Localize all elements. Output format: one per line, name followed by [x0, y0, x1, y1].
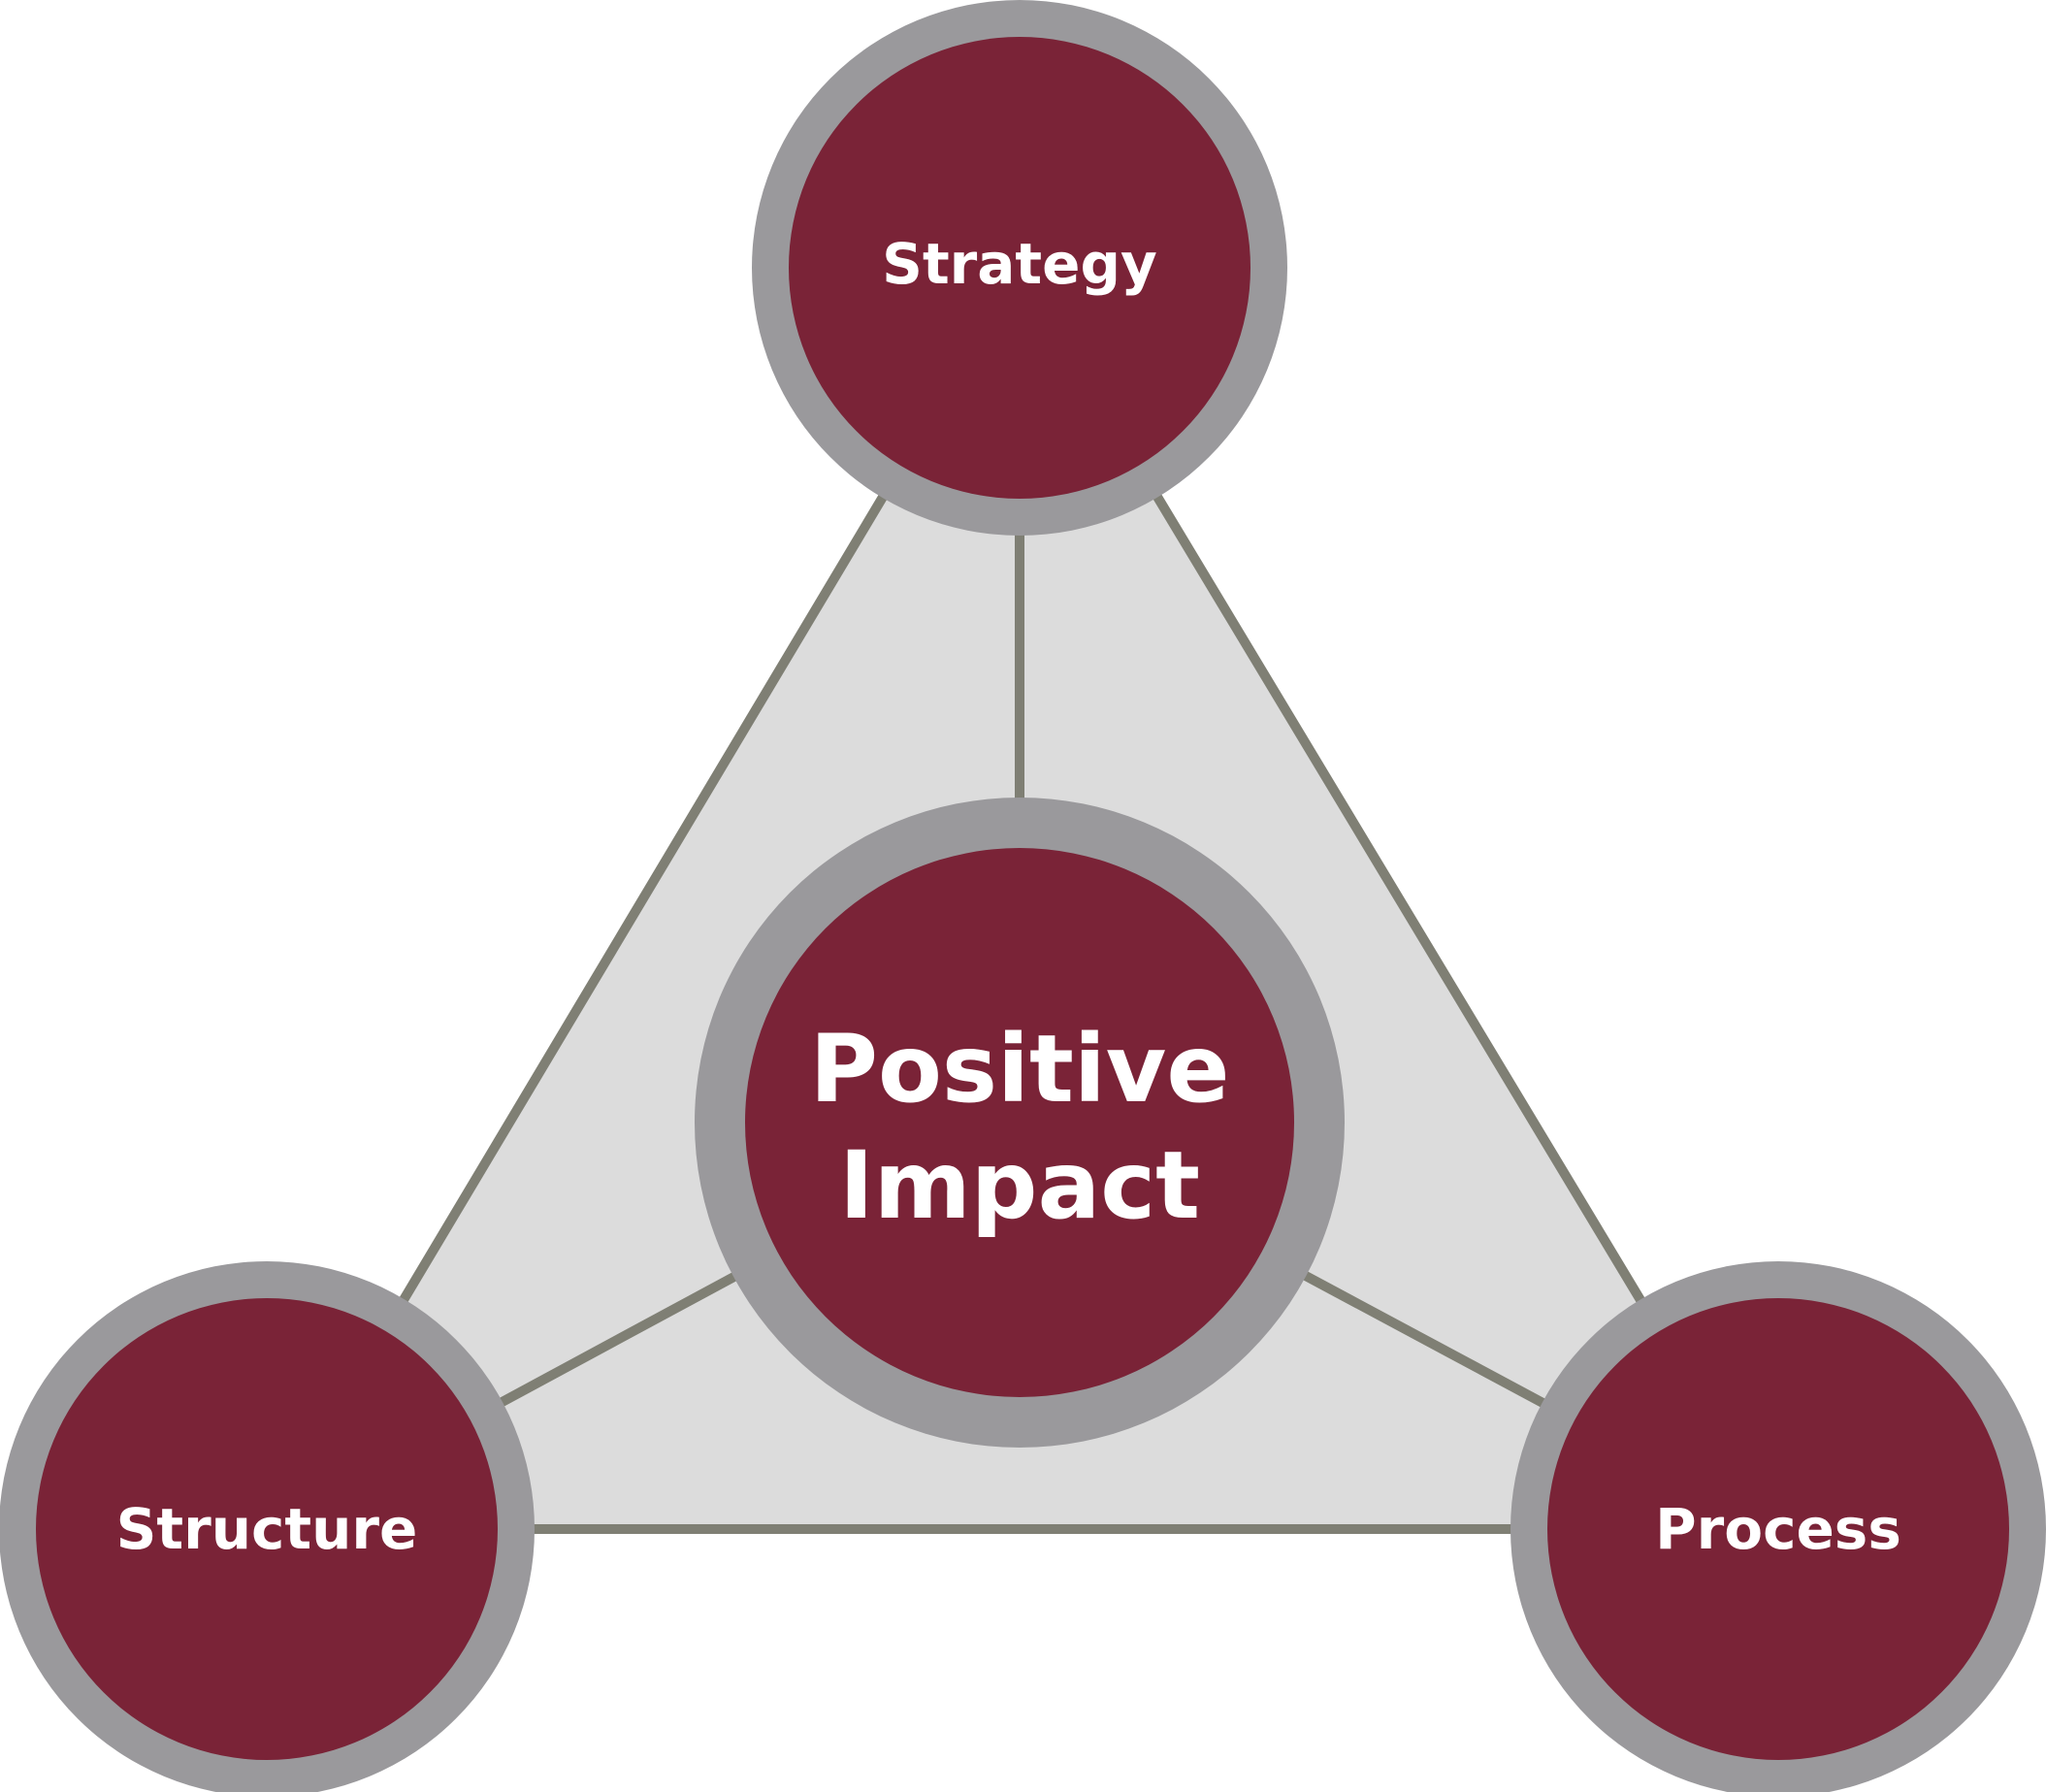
node-strategy-fill: [789, 37, 1250, 499]
center-label-line1: Positive: [810, 1015, 1230, 1124]
node-process-fill: [1547, 1298, 2009, 1760]
node-structure-fill: [36, 1298, 498, 1760]
node-strategy-label: Strategy: [882, 231, 1157, 297]
node-process-label: Process: [1655, 1496, 1901, 1562]
node-structure-label: Structure: [116, 1496, 418, 1562]
center-label-line2: Impact: [839, 1131, 1200, 1240]
node-process: Process: [1510, 1261, 2046, 1792]
node-structure: Structure: [0, 1261, 535, 1792]
node-strategy: Strategy: [752, 0, 1287, 536]
center-node-fill: [745, 848, 1294, 1397]
center-node: Positive Impact: [695, 798, 1345, 1448]
